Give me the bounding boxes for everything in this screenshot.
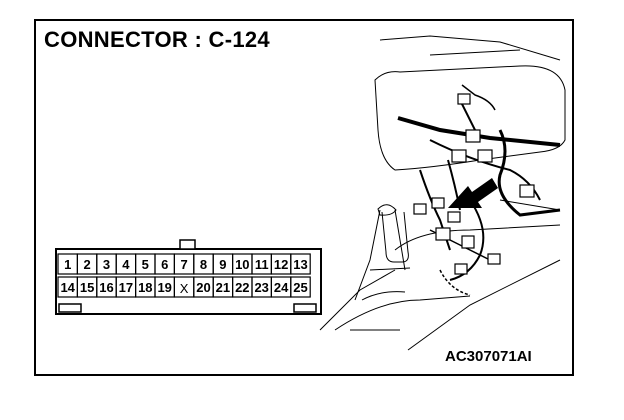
pin-number: 10 <box>235 257 249 272</box>
pin-cell <box>290 276 311 298</box>
pin-number: 23 <box>254 280 268 295</box>
pin-number: 13 <box>293 257 307 272</box>
pin-number: 12 <box>274 257 288 272</box>
pin-number: 7 <box>180 257 187 272</box>
pin-number: 8 <box>200 257 207 272</box>
pin-number: 3 <box>103 257 110 272</box>
pin-number: 22 <box>235 280 249 295</box>
pin-number: 21 <box>216 280 230 295</box>
pin-cell <box>290 253 311 275</box>
illustration-code: AC307071AI <box>445 348 532 365</box>
blank-pin-mark: X <box>180 281 189 296</box>
pin-number: 11 <box>255 257 269 272</box>
pin-number: 15 <box>80 280 94 295</box>
pin-number: 1 <box>64 257 71 272</box>
pin-number: 17 <box>119 280 133 295</box>
pin-number: 2 <box>83 257 90 272</box>
harness-connectors <box>413 93 535 275</box>
pin-number: 4 <box>122 257 130 272</box>
pin-number: 9 <box>219 257 226 272</box>
pin-number: 25 <box>293 280 307 295</box>
connector-latch <box>179 239 196 250</box>
shift-lever <box>361 211 411 301</box>
location-arrow <box>448 178 498 208</box>
connector-title: CONNECTOR : C-124 <box>44 27 270 52</box>
pin-number: 18 <box>138 280 152 295</box>
pin-number: 14 <box>60 280 75 295</box>
pin-number: 19 <box>157 280 171 295</box>
pin-number: 20 <box>196 280 210 295</box>
pin-number: 6 <box>161 257 168 272</box>
pin-number: 16 <box>99 280 113 295</box>
dashboard-outline <box>319 35 566 351</box>
pin-number: 24 <box>274 280 289 295</box>
pin-number: 5 <box>142 257 149 272</box>
